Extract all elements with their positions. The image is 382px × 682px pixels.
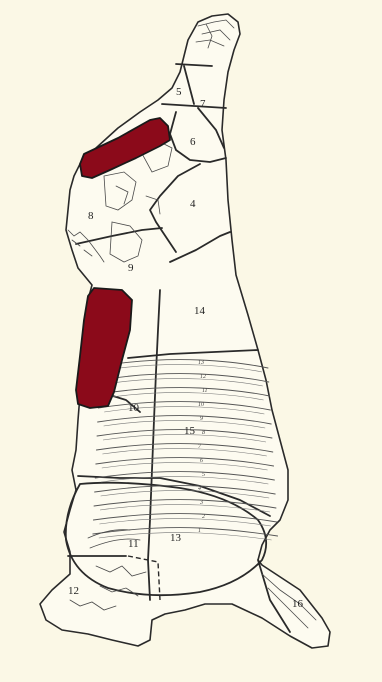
cut-label-8: 8	[88, 210, 94, 222]
rib-number: 5	[202, 472, 205, 478]
cut-label-5: 5	[176, 86, 182, 98]
rib-number: 9	[200, 416, 203, 422]
cut-label-13: 13	[170, 532, 182, 544]
rib-number: 6	[200, 458, 203, 464]
rib-number: 3	[199, 500, 203, 506]
cut-label-7: 7	[200, 98, 206, 110]
rib-number: 11	[202, 388, 208, 394]
rib-number: 13	[198, 360, 204, 366]
rib-number: 8	[202, 430, 205, 436]
cut-label-6: 6	[190, 136, 196, 148]
cut-label-10: 10	[128, 402, 140, 414]
cut-label-4: 4	[190, 198, 196, 210]
rib-number: 1	[198, 528, 201, 534]
rib-number: 12	[200, 374, 206, 380]
cut-label-11: 11	[128, 538, 139, 550]
rib-number: 2	[202, 514, 205, 520]
cut-label-14: 14	[194, 305, 206, 317]
cut-label-9: 9	[128, 262, 134, 274]
cut-label-15: 15	[184, 425, 196, 437]
cut-label-16: 16	[292, 598, 304, 610]
rib-number: 4	[198, 485, 201, 492]
cut-label-12: 12	[68, 585, 79, 597]
rib-number: 10	[198, 402, 204, 408]
